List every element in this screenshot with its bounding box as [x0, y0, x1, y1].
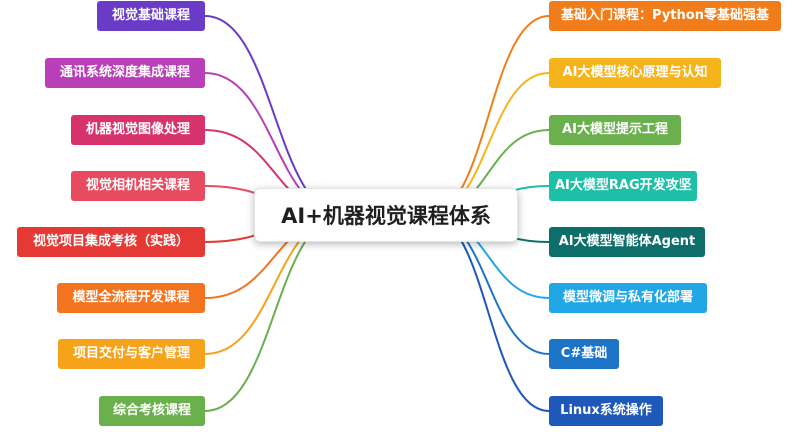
branch-left-8[interactable]: 综合考核课程 [99, 396, 205, 426]
branch-right-3[interactable]: AI大模型提示工程 [549, 115, 681, 145]
branch-right-8[interactable]: Linux系统操作 [549, 396, 663, 426]
branch-left-2[interactable]: 通讯系统深度集成课程 [45, 58, 205, 88]
link-right-8 [427, 214, 550, 412]
branch-left-7[interactable]: 项目交付与客户管理 [58, 339, 205, 369]
branch-left-3[interactable]: 机器视觉图像处理 [71, 115, 205, 145]
link-left-1 [204, 15, 345, 216]
link-right-1 [427, 15, 550, 216]
branch-right-5[interactable]: AI大模型智能体Agent [549, 227, 705, 257]
branch-left-4[interactable]: 视觉相机相关课程 [71, 171, 205, 201]
branch-right-2[interactable]: AI大模型核心原理与认知 [549, 58, 721, 88]
branch-right-1[interactable]: 基础入门课程：Python零基础强基 [549, 1, 781, 31]
branch-right-4[interactable]: AI大模型RAG开发攻坚 [549, 171, 697, 201]
branch-left-5[interactable]: 视觉项目集成考核（实践） [17, 227, 205, 257]
branch-left-6[interactable]: 模型全流程开发课程 [57, 283, 205, 313]
branch-left-1[interactable]: 视觉基础课程 [97, 1, 205, 31]
link-left-8 [204, 214, 345, 412]
branch-right-7[interactable]: C#基础 [549, 339, 619, 369]
branch-right-6[interactable]: 模型微调与私有化部署 [549, 283, 707, 313]
central-topic: AI+机器视觉课程体系 [254, 188, 518, 242]
